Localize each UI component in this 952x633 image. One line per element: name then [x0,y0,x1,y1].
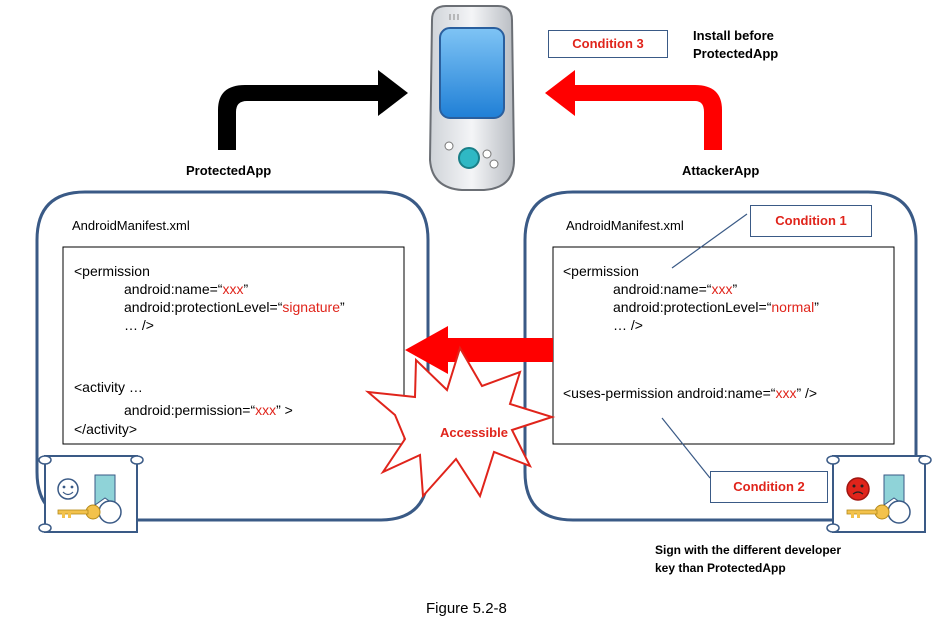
attacker-permission-level: android:protectionLevel=“normal” [613,299,819,315]
certificate-red-face-icon [826,455,932,533]
protected-permission-name: android:name=“xxx” [124,281,249,297]
protected-activity-permission: android:permission=“xxx” > [124,402,293,418]
condition1-connector [671,213,748,269]
condition-3-box: Condition 3 [548,30,668,58]
attacker-manifest-box [552,246,895,445]
condition2-connector [661,417,711,479]
key-icon [57,504,101,520]
smartphone-icon [428,5,516,191]
accessible-burst [364,345,556,499]
protected-permission-level: android:protectionLevel=“signature” [124,299,345,315]
attacker-app-label: AttackerApp [682,163,760,178]
attacker-uses-permission: <uses-permission android:name=“xxx” /> [563,385,818,401]
attacker-permission-name: android:name=“xxx” [613,281,738,297]
protected-activity-open: <activity … [74,379,143,395]
protected-manifest-box [62,246,405,445]
certificate-smile-icon [38,455,144,533]
accessible-label: Accessible [440,425,508,440]
protected-manifest-title: AndroidManifest.xml [72,218,190,233]
protected-activity-close: </activity> [74,421,138,437]
attacker-permission-close: … /> [613,317,643,333]
attacker-manifest-title: AndroidManifest.xml [566,218,684,233]
sign-note-line1: Sign with the different developer [655,543,842,557]
install-before-note-line1: Install before [693,28,774,43]
protected-permission-open: <permission [74,263,150,279]
key-icon [846,504,890,520]
attacker-permission-open: <permission [563,263,639,279]
sign-note-line2: key than ProtectedApp [655,561,786,575]
condition-2-box: Condition 2 [710,471,828,503]
access-arrow [405,326,553,374]
attacker-install-arrow [545,70,722,150]
protected-app-label: ProtectedApp [186,163,272,178]
figure-caption: Figure 5.2-8 [426,600,507,617]
condition-1-box: Condition 1 [750,205,872,237]
protected-permission-close: … /> [124,317,154,333]
protected-install-arrow [218,70,408,150]
install-before-note-line2: ProtectedApp [693,46,779,61]
